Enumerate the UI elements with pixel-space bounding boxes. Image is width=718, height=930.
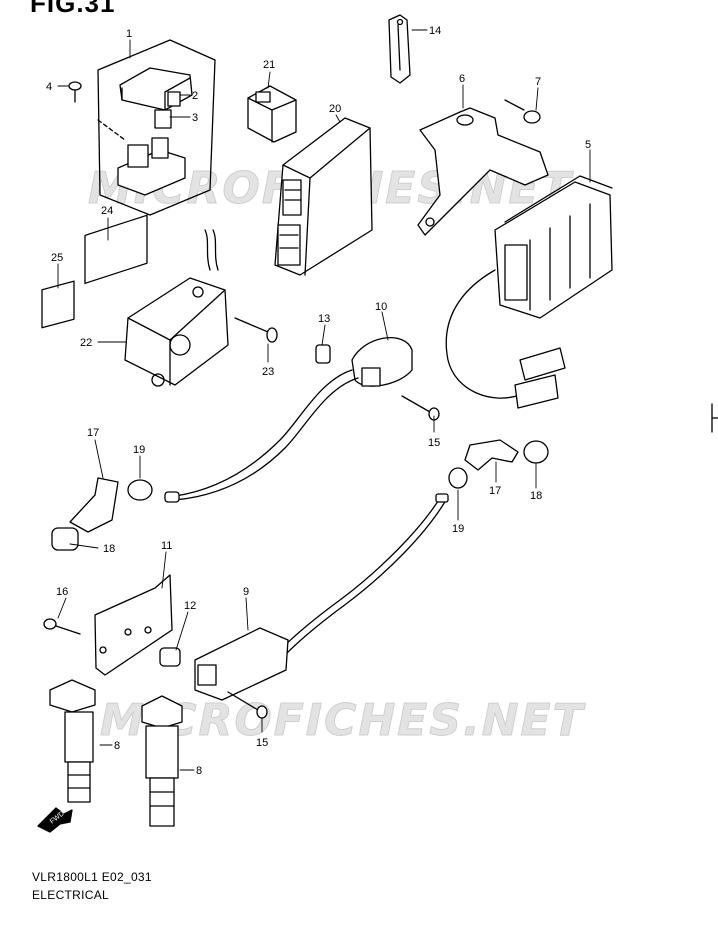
sensor-part-22 (124, 229, 229, 387)
callout-23: 23 (262, 366, 274, 378)
callout-11: 11 (161, 540, 172, 552)
plug-coil-part-8-right (141, 695, 183, 827)
leader-lines (57, 29, 591, 771)
plug-cap-part-17-left (69, 477, 119, 533)
label-sticker-part-24 (84, 214, 148, 285)
callout-10: 10 (375, 301, 387, 313)
callout-9: 9 (243, 586, 249, 598)
section-name: ELECTRICAL (32, 888, 110, 902)
callout-19-right: 19 (452, 523, 464, 535)
plug-cap-part-17-right (464, 439, 519, 471)
model-code: VLR1800L1 E02_031 (32, 870, 152, 884)
callout-15-lower: 15 (256, 737, 268, 749)
callout-4: 4 (46, 81, 52, 93)
bolt-part-15-upper (401, 395, 440, 421)
relay-part-21 (247, 85, 297, 143)
seal-part-19-left (127, 479, 153, 501)
cap-part-18-right (523, 440, 549, 464)
cap-part-13 (315, 344, 331, 364)
bolt-part-15-lower (227, 691, 268, 719)
callout-7: 7 (535, 76, 541, 88)
cap-part-12 (159, 647, 181, 667)
relay-assembly-part-1 (97, 39, 216, 216)
strap-part-14 (388, 14, 411, 84)
ecm-part-20 (274, 117, 373, 276)
screw-part-4 (68, 81, 82, 103)
regulator-part-5 (445, 175, 613, 409)
callout-3: 3 (192, 112, 198, 124)
callout-2: 2 (192, 90, 198, 102)
seal-part-19-right (448, 467, 468, 489)
callout-20: 20 (329, 103, 341, 115)
callout-17-right: 17 (489, 485, 501, 497)
ignition-coil-part-10 (174, 337, 413, 501)
cable-end-left (164, 491, 180, 503)
bracket-part-11 (94, 574, 173, 676)
bolt-part-16 (43, 618, 81, 635)
screw-part-23 (234, 317, 278, 343)
callout-12: 12 (184, 600, 196, 612)
callout-5: 5 (585, 139, 591, 151)
callout-8-right: 8 (196, 765, 202, 777)
plug-coil-part-8-left (49, 679, 96, 803)
bracket-part-6 (417, 107, 549, 236)
callout-19-left: 19 (133, 444, 145, 456)
callout-15-upper: 15 (428, 437, 440, 449)
callout-8-left: 8 (114, 740, 120, 752)
callout-21: 21 (263, 59, 275, 71)
figure-title: FIG.31 (30, 0, 116, 18)
cap-part-18-left (51, 527, 79, 551)
callout-18-left: 18 (103, 543, 115, 555)
callout-25: 25 (51, 252, 63, 264)
forward-arrow-icon: FWD (37, 807, 73, 833)
callout-16: 16 (56, 586, 68, 598)
callout-13: 13 (318, 313, 330, 325)
callout-17-left: 17 (87, 427, 99, 439)
callout-18-right: 18 (530, 490, 542, 502)
bolt-part-7 (504, 99, 541, 124)
callout-14: 14 (429, 25, 441, 37)
callout-1: 1 (126, 28, 132, 40)
callout-22: 22 (80, 337, 92, 349)
high-tension-cable (279, 497, 441, 651)
callout-24: 24 (101, 205, 113, 217)
ignition-coil-part-9 (194, 627, 289, 701)
callout-6: 6 (459, 73, 465, 85)
